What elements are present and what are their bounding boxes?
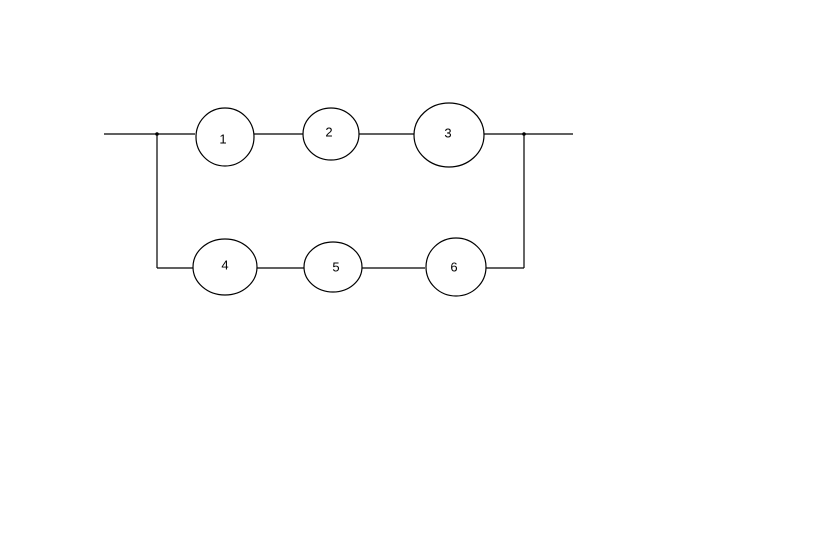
node-1: 1 [195,107,255,167]
node-1-circle [195,107,255,167]
node-1-label: 1 [219,131,226,146]
node-6: 6 [425,237,487,297]
node-2-label: 2 [325,124,332,139]
junction-right [522,132,526,136]
node-5-label: 5 [332,259,339,274]
node-4: 4 [192,238,258,296]
node-3: 3 [413,102,485,168]
node-6-circle [425,237,487,297]
node-5: 5 [303,241,363,293]
node-5-circle [303,241,363,293]
node-4-label: 4 [221,257,228,272]
node-4-circle [192,238,258,296]
node-6-label: 6 [450,259,457,274]
node-2-circle [302,107,360,161]
node-3-circle [413,102,485,168]
node-3-label: 3 [444,125,451,140]
node-2: 2 [302,107,360,161]
wires [104,133,573,269]
junction-left [155,132,159,136]
